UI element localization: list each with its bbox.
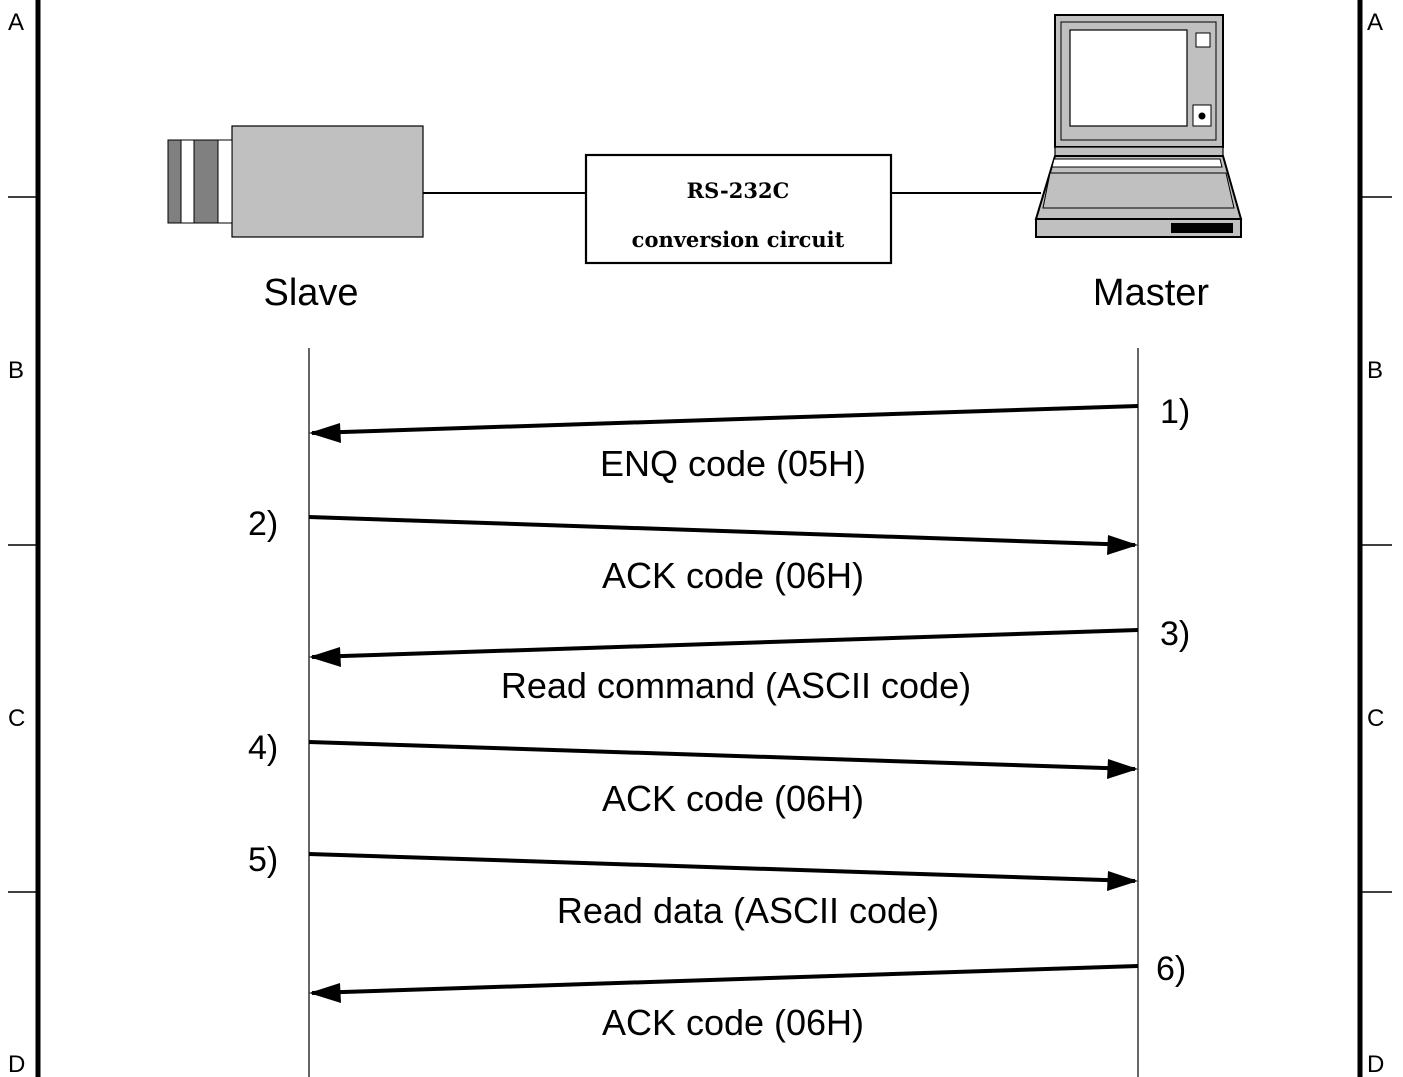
arrowhead [1107, 759, 1138, 779]
drawing-frame: A B C D A B C D [8, 0, 1392, 1077]
message-label: ENQ code (05H) [600, 443, 866, 484]
arrowhead [1107, 871, 1138, 891]
message-arrow [308, 515, 1136, 547]
zone-label-right: B [1367, 357, 1383, 384]
message-3: 3) Read command (ASCII code) [309, 615, 1190, 706]
message-label: ACK code (06H) [602, 778, 864, 819]
message-arrow [311, 628, 1139, 659]
zone-label-left: C [8, 705, 25, 732]
message-arrow [308, 852, 1136, 883]
message-label: Read command (ASCII code) [501, 665, 971, 706]
step-number: 3) [1160, 615, 1190, 653]
computer-terminal-icon [1034, 14, 1243, 238]
arrowhead [309, 647, 341, 667]
message-label: ACK code (06H) [602, 1002, 864, 1043]
arrowhead [309, 423, 341, 443]
message-4: 4) ACK code (06H) [248, 729, 1138, 819]
zone-label-left: A [8, 9, 24, 36]
arrowhead [1107, 535, 1138, 555]
step-number: 6) [1156, 950, 1186, 988]
arrowhead [309, 983, 341, 1003]
zone-label-right: A [1367, 9, 1383, 36]
zone-label-left: B [8, 357, 24, 384]
message-2: 2) ACK code (06H) [248, 505, 1138, 596]
step-number: 4) [248, 729, 278, 767]
zone-label-right: C [1367, 705, 1384, 732]
step-number: 1) [1160, 393, 1190, 431]
zone-label-left: D [8, 1051, 25, 1077]
step-number: 2) [248, 505, 278, 543]
message-arrow [311, 404, 1139, 435]
step-number: 5) [248, 841, 278, 879]
message-arrow [311, 964, 1139, 995]
zone-label-right: D [1367, 1051, 1384, 1077]
converter-label-line2: conversion circuit [632, 227, 845, 252]
message-label: ACK code (06H) [602, 555, 864, 596]
message-1: 1) ENQ code (05H) [309, 393, 1190, 484]
message-5: 5) Read data (ASCII code) [248, 841, 1138, 931]
master-label: Master [1093, 272, 1209, 314]
sensor-camera-icon [167, 125, 424, 238]
message-6: 6) ACK code (06H) [309, 950, 1186, 1043]
rs232c-converter-box: RS-232C conversion circuit [584, 153, 893, 265]
slave-label: Slave [263, 272, 358, 314]
message-arrow [308, 740, 1136, 771]
converter-label-line1: RS-232C [687, 178, 790, 203]
message-label: Read data (ASCII code) [557, 890, 939, 931]
